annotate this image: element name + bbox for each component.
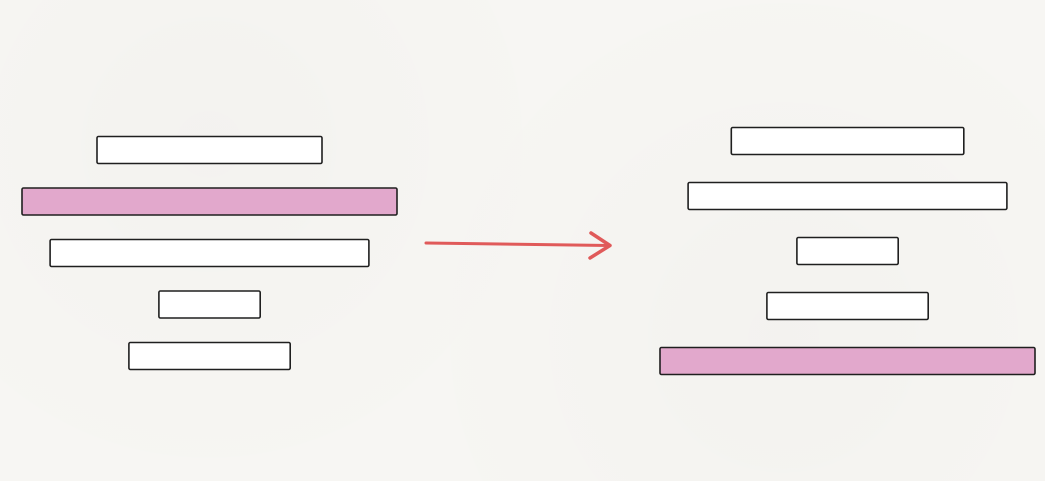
after-pancake-5-highlighted bbox=[659, 346, 1036, 376]
before-pancake-5 bbox=[128, 341, 291, 371]
before-pancake-4 bbox=[158, 290, 261, 319]
before-pancake-3 bbox=[49, 238, 370, 268]
after-stack bbox=[659, 126, 1036, 376]
before-pancake-2-highlighted bbox=[21, 187, 398, 216]
arrow-head bbox=[588, 231, 612, 260]
transition-arrow bbox=[424, 231, 612, 260]
after-pancake-4 bbox=[766, 291, 930, 321]
before-stack bbox=[21, 135, 398, 371]
arrow-shaft bbox=[424, 241, 611, 247]
after-pancake-3 bbox=[796, 236, 900, 266]
after-pancake-2 bbox=[687, 181, 1008, 211]
before-pancake-1 bbox=[96, 135, 323, 165]
after-pancake-1 bbox=[730, 126, 965, 156]
